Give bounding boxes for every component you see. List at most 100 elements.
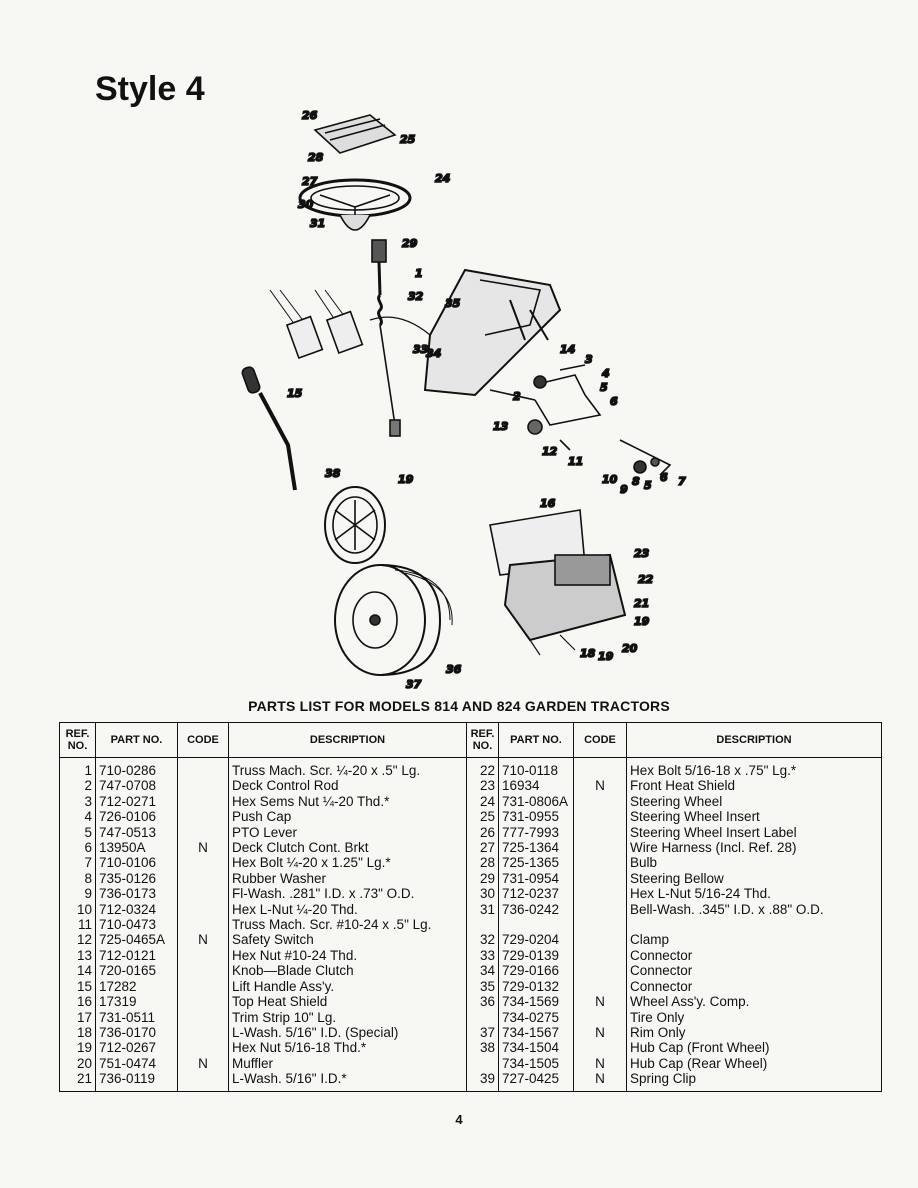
ref-no-cell: 10 bbox=[59, 901, 96, 918]
svg-text:29: 29 bbox=[402, 237, 418, 250]
svg-text:5: 5 bbox=[644, 479, 652, 492]
code-cell bbox=[573, 886, 627, 902]
callout-labels: 26 25 28 27 24 30 31 29 1 32 35 33 34 14… bbox=[286, 108, 687, 692]
exploded-parts-diagram: 26 25 28 27 24 30 31 29 1 32 35 33 34 14… bbox=[241, 108, 687, 692]
part-no-cell: 729-0139 bbox=[498, 947, 574, 964]
ref-no-cell: 30 bbox=[466, 886, 499, 902]
code-cell bbox=[177, 1009, 229, 1025]
description-cell: Steering Wheel bbox=[626, 793, 882, 810]
part-no-cell: 727-0425 bbox=[498, 1071, 574, 1092]
ref-no-cell: 29 bbox=[466, 870, 499, 887]
table-header-row: REF. NO. PART NO. CODE DESCRIPTION REF. … bbox=[59, 722, 882, 758]
ref-no-cell: 5 bbox=[59, 824, 96, 841]
description-cell: Steering Wheel Insert bbox=[626, 809, 882, 825]
description-cell: Top Heat Shield bbox=[228, 994, 467, 1010]
description-cell: Hex L-Nut ¼-20 Thd. bbox=[228, 901, 467, 918]
description-cell: Spring Clip bbox=[626, 1071, 882, 1092]
description-cell: Rim Only bbox=[626, 1024, 882, 1041]
code-cell bbox=[573, 793, 627, 810]
code-cell bbox=[573, 932, 627, 948]
part-no-cell: 734-1567 bbox=[498, 1024, 574, 1041]
wire-harness bbox=[269, 289, 431, 360]
svg-text:25: 25 bbox=[400, 133, 416, 146]
svg-text:15: 15 bbox=[287, 387, 303, 400]
pto-lever-linkage bbox=[489, 364, 672, 476]
code-cell bbox=[177, 870, 229, 887]
ref-no-cell: 22 bbox=[466, 757, 499, 779]
description-cell: Hex Bolt ¼-20 x 1.25" Lg.* bbox=[228, 855, 467, 871]
description-cell: Push Cap bbox=[228, 809, 467, 825]
part-no-cell: 736-0173 bbox=[95, 886, 178, 902]
part-no-cell: 725-0465A bbox=[95, 932, 178, 948]
svg-text:34: 34 bbox=[426, 347, 441, 360]
description-cell: Muffler bbox=[228, 1055, 467, 1072]
svg-text:13: 13 bbox=[493, 420, 509, 433]
svg-text:18: 18 bbox=[580, 647, 596, 660]
ref-no-cell: 1 bbox=[59, 757, 96, 779]
code-cell bbox=[573, 809, 627, 825]
description-cell: Hex Nut #10-24 Thd. bbox=[228, 947, 467, 964]
column-header: REF. NO. bbox=[59, 722, 96, 758]
svg-text:23: 23 bbox=[634, 547, 650, 560]
code-cell bbox=[177, 1071, 229, 1092]
ref-no-cell: 17 bbox=[59, 1009, 96, 1025]
code-cell bbox=[573, 824, 627, 841]
code-cell bbox=[177, 886, 229, 902]
parts-table: REF. NO. PART NO. CODE DESCRIPTION REF. … bbox=[59, 722, 882, 1092]
part-no-cell: 710-0473 bbox=[95, 917, 178, 933]
part-no-cell: 734-0275 bbox=[498, 1009, 574, 1025]
part-no-cell: 13950A bbox=[95, 840, 178, 856]
engine-muffler bbox=[489, 509, 627, 656]
dash-panel bbox=[423, 268, 562, 397]
column-header: DESCRIPTION bbox=[228, 722, 467, 758]
ref-no-cell: 9 bbox=[59, 886, 96, 902]
svg-text:6: 6 bbox=[610, 395, 618, 408]
part-no-cell: 777-7993 bbox=[498, 824, 574, 841]
part-no-cell: 751-0474 bbox=[95, 1055, 178, 1072]
part-no-cell: 736-0170 bbox=[95, 1024, 178, 1041]
ref-no-cell: 23 bbox=[466, 778, 499, 794]
part-no-cell: 16934 bbox=[498, 778, 574, 794]
code-cell bbox=[573, 978, 627, 995]
svg-text:8: 8 bbox=[632, 475, 640, 488]
description-cell: Front Heat Shield bbox=[626, 778, 882, 794]
code-cell: N bbox=[573, 1055, 627, 1072]
description-cell: Clamp bbox=[626, 932, 882, 948]
lift-handle bbox=[241, 366, 297, 491]
code-cell bbox=[573, 917, 627, 933]
part-no-cell: 712-0271 bbox=[95, 793, 178, 810]
ref-no-cell: 20 bbox=[59, 1055, 96, 1072]
code-cell bbox=[573, 901, 627, 918]
description-cell: PTO Lever bbox=[228, 824, 467, 841]
description-cell: Bulb bbox=[626, 855, 882, 871]
svg-text:2: 2 bbox=[513, 390, 521, 403]
code-cell: N bbox=[573, 1024, 627, 1041]
description-cell: Knob—Blade Clutch bbox=[228, 963, 467, 979]
svg-text:16: 16 bbox=[540, 497, 556, 510]
svg-text:30: 30 bbox=[298, 198, 314, 211]
ref-no-cell: 27 bbox=[466, 840, 499, 856]
svg-text:32: 32 bbox=[408, 290, 424, 303]
svg-text:11: 11 bbox=[568, 455, 583, 468]
svg-text:35: 35 bbox=[445, 297, 461, 310]
code-cell bbox=[573, 840, 627, 856]
code-cell: N bbox=[573, 778, 627, 794]
code-cell bbox=[177, 963, 229, 979]
description-cell bbox=[626, 917, 882, 933]
svg-text:36: 36 bbox=[446, 663, 462, 676]
ref-no-cell: 13 bbox=[59, 947, 96, 964]
ref-no-cell bbox=[466, 1009, 499, 1025]
code-cell bbox=[573, 947, 627, 964]
svg-text:4: 4 bbox=[601, 367, 610, 380]
ref-no-cell: 34 bbox=[466, 963, 499, 979]
